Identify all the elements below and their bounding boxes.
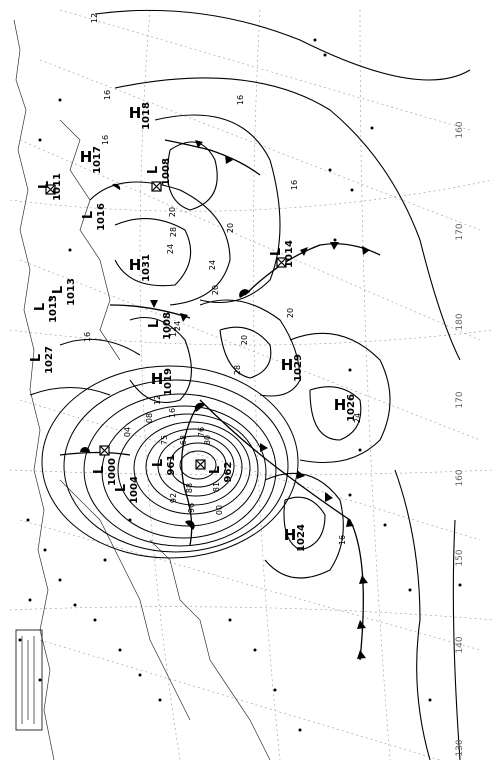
isobar-value-label: 12 [153, 395, 162, 405]
isobar-value-label: 24 [173, 321, 182, 331]
station-observations [18, 38, 462, 732]
isobar-value-label: 16 [168, 408, 177, 418]
high-pressure-value: 1018 [141, 102, 152, 130]
longitude-label: 150 [455, 549, 465, 566]
low-pressure-value: 1016 [96, 203, 107, 231]
isobar-value-label: 24 [208, 260, 217, 270]
low-letter: L [37, 181, 52, 189]
low-letter: L [29, 354, 44, 362]
isobar-value-label: 20 [168, 207, 177, 217]
low-pressure-value: 1000 [107, 458, 118, 486]
high-pressure-value: 1019 [163, 368, 174, 396]
high-letter: H [281, 356, 294, 374]
isobar-value-label: 16 [83, 332, 92, 342]
high-letter: H [129, 256, 142, 274]
low-letter: L [208, 466, 223, 474]
warm-front-symbols [80, 183, 250, 530]
low-letter: L [151, 459, 166, 467]
isobar-value-label: 16 [101, 135, 110, 145]
isobar-value-label: 04 [123, 427, 132, 437]
longitude-labels: 160 170 180 170 160 150 140 130 [455, 121, 465, 756]
isobar-value-label: 16 [290, 180, 299, 190]
low-letter: L [81, 211, 96, 219]
isobar-value-label: 24 [353, 413, 362, 423]
coastline [13, 19, 271, 761]
isobar-value-label: 76 [197, 427, 206, 437]
cold-front-symbols [150, 140, 370, 659]
low-pressure-value: 1013 [66, 278, 77, 306]
isobar-value-label: 28 [233, 365, 242, 375]
low-letter: L [146, 166, 161, 174]
isobar-labels: 12 16 16 16 16 20 20 20 20 24 24 24 28 28 12 16 24 20 16 75… [83, 13, 362, 545]
high-pressure-value: 1024 [296, 524, 307, 552]
low-pressure-value: 1013 [48, 295, 59, 323]
isobar-value-label: 96 [187, 503, 196, 513]
isobar-value-label: 68 [179, 435, 188, 445]
isobar-value-label: 80 [203, 435, 212, 445]
low-pressure-value: 1004 [129, 476, 140, 504]
low-pressure-value: 1008 [161, 158, 172, 186]
isobar-value-label: 20 [211, 285, 220, 295]
low-pressure-value: 1008 [162, 312, 173, 340]
longitude-label: 170 [455, 391, 465, 408]
longitude-label: 130 [455, 739, 465, 756]
high-pressure-value: 1017 [92, 146, 103, 174]
low-letter: L [114, 484, 129, 492]
high-letter: H [284, 526, 297, 544]
high-letter: H [151, 370, 164, 388]
low-center-marks [45, 181, 287, 470]
isobar-value-label: 16 [236, 95, 245, 105]
legend-box [15, 629, 43, 731]
low-pressure-value: 1011 [52, 173, 63, 201]
low-letter: L [33, 303, 48, 311]
isobar-value-label: 00 [215, 505, 224, 515]
low-pressure-value: 1027 [44, 346, 55, 374]
isobar-value-label: 12 [90, 13, 99, 23]
deep-low-isobars [41, 365, 299, 559]
isobar-value-label: 16 [103, 90, 112, 100]
low-letter: L [269, 248, 284, 256]
isobar-value-label: 92 [169, 493, 178, 503]
isobar-value-label: 20 [240, 335, 249, 345]
low-pressure-value: 961 [166, 455, 177, 476]
high-pressure-value: 1031 [141, 254, 152, 282]
high-pressure-value: 1029 [293, 354, 304, 382]
longitude-label: 140 [455, 636, 465, 653]
low-letter: L [147, 320, 162, 328]
high-letter: H [129, 104, 142, 122]
isobar-value-label: 28 [169, 227, 178, 237]
isobar-value-label: 20 [226, 223, 235, 233]
isobar-value-label: 75 [160, 435, 169, 445]
isobar-value-label: 81 [212, 482, 221, 492]
isobar-value-label: 88 [185, 483, 194, 493]
high-letter: H [80, 148, 93, 166]
high-pressure-value: 1026 [346, 394, 357, 422]
isobar-value-label: 12 [169, 327, 178, 337]
low-pressure-value: 1014 [284, 240, 295, 268]
longitude-label: 180 [455, 313, 465, 330]
isobar-value-label: 24 [166, 244, 175, 254]
low-letter: L [92, 466, 107, 474]
longitude-label: 160 [455, 121, 465, 138]
low-pressure-value: 962 [223, 462, 234, 483]
high-letter: H [334, 396, 347, 414]
isobar-value-label: 20 [286, 308, 295, 318]
longitude-label: 170 [455, 223, 465, 240]
longitude-label: 160 [455, 469, 465, 486]
low-letter: L [51, 286, 66, 294]
isobar-value-label: 16 [338, 535, 347, 545]
isobar-value-label: 08 [145, 413, 154, 423]
